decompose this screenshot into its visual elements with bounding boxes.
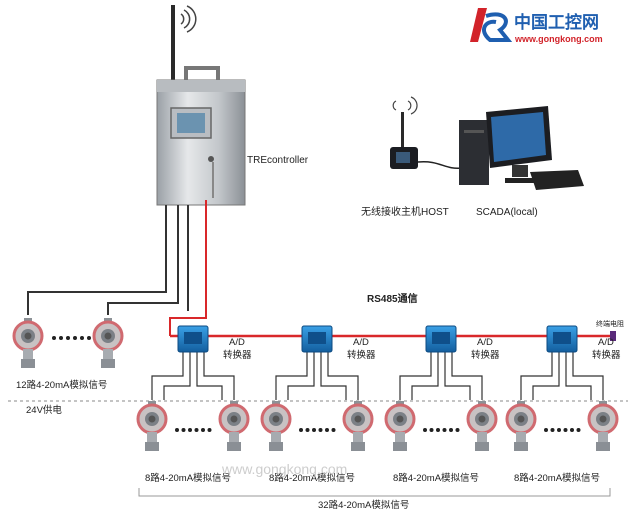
gas-sensor-icon: [505, 399, 537, 453]
host-antenna-icon: [392, 96, 418, 148]
controller-screen: [177, 113, 205, 133]
terminal-resistor-icon: [610, 331, 616, 341]
group-signal-label: 8路4-20mA模拟信号: [145, 472, 231, 484]
ellipsis-dots: [544, 428, 581, 432]
gas-sensor-icon: [12, 316, 44, 370]
total-signal-label: 32路4-20mA模拟信号: [318, 499, 409, 511]
gongkong-logo: 中国工控网 www.gongkong.com: [470, 8, 603, 44]
group-signal-label: 8路4-20mA模拟信号: [514, 472, 600, 484]
gas-sensor-icon: [587, 399, 619, 453]
gas-sensor-icon: [384, 399, 416, 453]
logo-brand-text: 中国工控网: [514, 12, 599, 32]
left-signal-label: 12路4-20mA模拟信号: [16, 379, 107, 391]
terminal-label: 终端电阻: [596, 319, 624, 328]
gas-sensor-icon: [218, 399, 250, 453]
controller-cabinet: [156, 79, 246, 206]
rs485-label: RS485通信: [367, 292, 418, 305]
ellipsis-dots: [52, 336, 91, 340]
converter-label-bottom: 转换器: [592, 349, 621, 361]
converter-label-top: A/D: [353, 337, 369, 348]
group-signal-label: 8路4-20mA模拟信号: [393, 472, 479, 484]
converter-label-top: A/D: [598, 337, 614, 348]
gas-sensor-icon: [466, 399, 498, 453]
logo-url-text: www.gongkong.com: [514, 34, 603, 44]
pc-keyboard: [530, 170, 584, 190]
gas-sensor-icon: [260, 399, 292, 453]
pc-tower: [459, 120, 489, 185]
rs485-bus: RS485通信 终端电阻: [170, 292, 624, 341]
group-signal-label: 8路4-20mA模拟信号: [269, 472, 355, 484]
controller-cables: [27, 200, 207, 336]
scada-computer: SCADA(local): [459, 106, 584, 218]
gas-sensor-icon: [342, 399, 374, 453]
converter-label-bottom: 转换器: [347, 349, 376, 361]
ellipsis-dots: [175, 428, 212, 432]
wireless-host: 无线接收主机HOST: [361, 96, 463, 218]
total-bracket: 32路4-20mA模拟信号: [138, 488, 611, 511]
converter-label-bottom: 转换器: [223, 349, 252, 361]
controller-label: TREcontroller: [247, 155, 309, 166]
host-label: 无线接收主机HOST: [361, 205, 449, 218]
gas-sensor-icon: [92, 316, 124, 370]
rs485-uplink: [169, 200, 207, 336]
power-label: 24V供电: [26, 404, 62, 416]
watermark-text: www.gongkong.com: [221, 461, 347, 477]
tre-controller: TREcontroller: [156, 5, 309, 206]
converter-groups: A/D转换器8路4-20mA模拟信号A/D转换器8路4-20mA模拟信号A/D转…: [136, 325, 621, 484]
scada-label: SCADA(local): [476, 207, 538, 218]
logo-mark-icon: [470, 8, 513, 42]
controller-antenna-icon: [171, 5, 197, 85]
gas-sensor-icon: [136, 399, 168, 453]
converter-label-bottom: 转换器: [471, 349, 500, 361]
ellipsis-dots: [423, 428, 460, 432]
left-sensor-group: 12路4-20mA模拟信号: [12, 316, 124, 391]
ellipsis-dots: [299, 428, 336, 432]
converter-label-top: A/D: [229, 337, 245, 348]
converter-label-top: A/D: [477, 337, 493, 348]
